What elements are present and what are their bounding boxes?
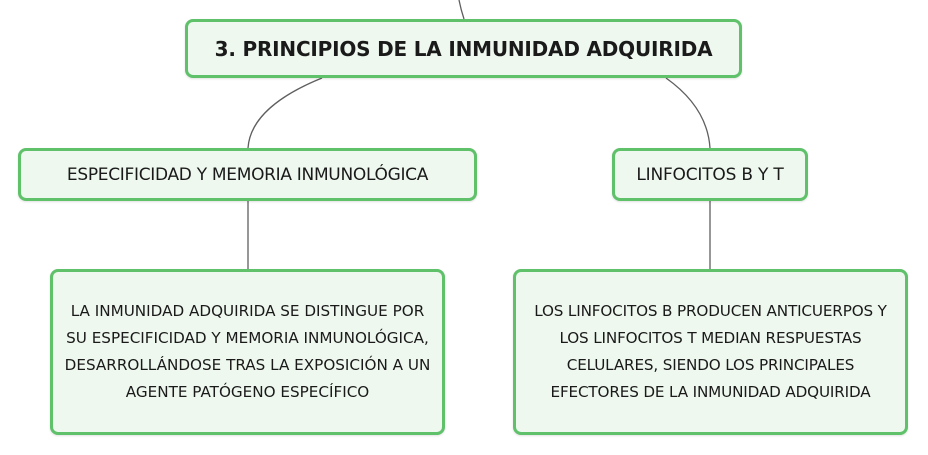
connector-parent-to-title (458, 0, 465, 20)
branch-specificity-node[interactable]: ESPECIFICIDAD Y MEMORIA INMUNOLÓGICA (18, 148, 477, 201)
connector-title-to-linf (665, 77, 711, 149)
branch-specificity-label: ESPECIFICIDAD Y MEMORIA INMUNOLÓGICA (66, 164, 429, 185)
specificity-description-node[interactable]: LA INMUNIDAD ADQUIRIDA SE DISTINGUE POR … (50, 269, 445, 435)
lymphocytes-description-node[interactable]: LOS LINFOCITOS B PRODUCEN ANTICUERPOS Y … (513, 269, 908, 435)
lymphocytes-description-text: LOS LINFOCITOS B PRODUCEN ANTICUERPOS Y … (534, 302, 887, 401)
specificity-description-text: LA INMUNIDAD ADQUIRIDA SE DISTINGUE POR … (64, 302, 431, 401)
main-topic-label: 3. PRINCIPIOS DE LA INMUNIDAD ADQUIRIDA (214, 36, 713, 61)
main-topic-node[interactable]: 3. PRINCIPIOS DE LA INMUNIDAD ADQUIRIDA (185, 19, 742, 78)
branch-lymphocytes-node[interactable]: LINFOCITOS B Y T (612, 148, 808, 201)
connector-title-to-spec (247, 77, 323, 149)
branch-lymphocytes-label: LINFOCITOS B Y T (636, 164, 784, 185)
